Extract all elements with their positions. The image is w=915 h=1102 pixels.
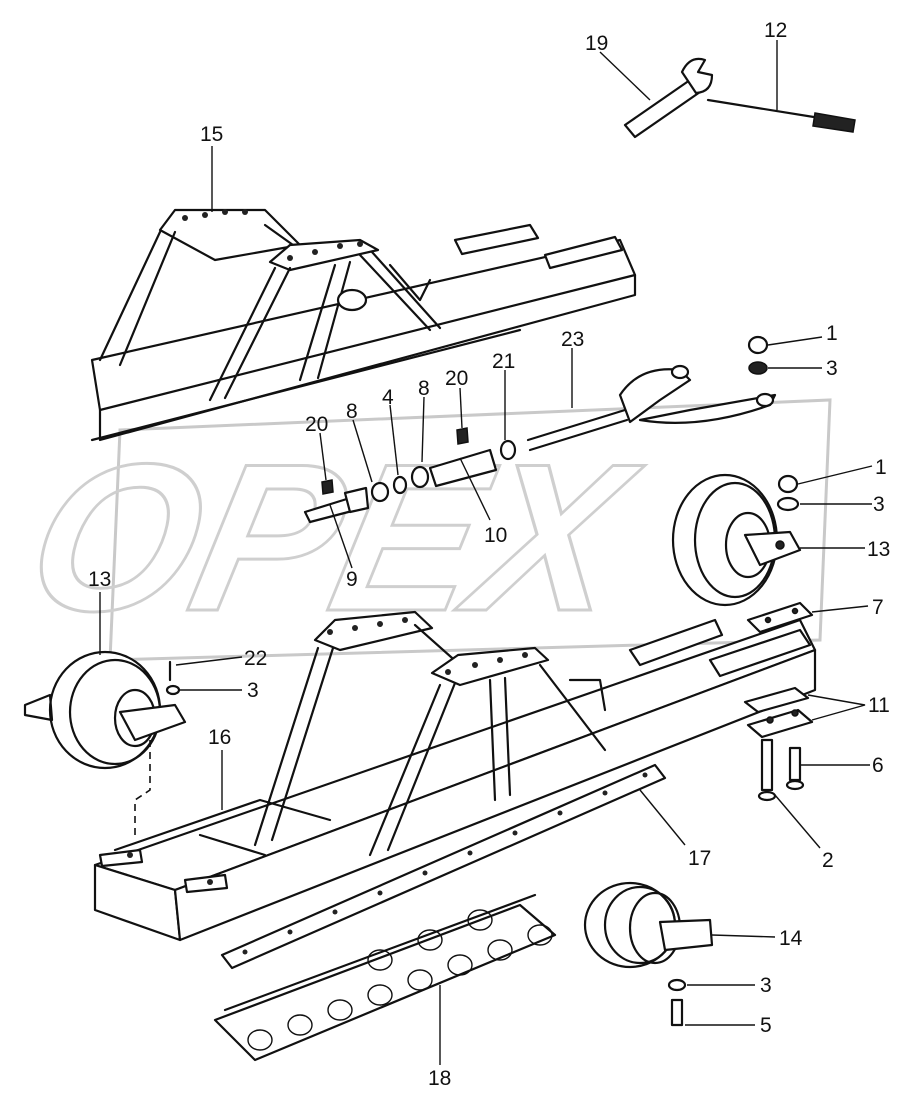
callout-9: 9: [346, 568, 358, 591]
callout-3d: 3: [247, 679, 259, 702]
watermark-text: OPEX: [11, 420, 656, 654]
plate-7: [746, 601, 814, 634]
callout-14: 14: [779, 927, 803, 950]
callout-5: 5: [760, 1014, 772, 1037]
callout-8a: 8: [346, 400, 358, 423]
callout-20a: 20: [305, 413, 328, 436]
lower-track-frame: [93, 610, 817, 942]
callout-3a: 3: [826, 357, 838, 380]
shims-11: [743, 686, 814, 739]
callout-6: 6: [872, 754, 884, 777]
callout-1a: 1: [826, 322, 838, 345]
callout-21: 21: [492, 350, 515, 373]
callout-23: 23: [561, 328, 584, 351]
callout-15: 15: [200, 123, 223, 146]
callout-16: 16: [208, 726, 231, 749]
guard-strip-17: [220, 763, 667, 970]
idler-wheel-left: [23, 650, 187, 840]
callout-7: 7: [872, 596, 884, 619]
callout-22: 22: [244, 647, 267, 670]
callout-12: 12: [764, 19, 787, 42]
callout-18: 18: [428, 1067, 451, 1090]
track-roller-14: [583, 881, 714, 1027]
callout-10: 10: [484, 524, 507, 547]
watermark: OPEX: [9, 398, 832, 662]
callout-19: 19: [585, 32, 608, 55]
bolts: [757, 738, 805, 802]
callout-4: 4: [382, 386, 394, 409]
leader-lines: [99, 40, 873, 1065]
callout-2: 2: [822, 849, 834, 872]
track-chain-18: [213, 893, 557, 1062]
idler-wheel-right: [671, 473, 802, 607]
callout-1b: 1: [875, 456, 887, 479]
upper-track-frame: [90, 208, 637, 442]
callout-8b: 8: [418, 377, 430, 400]
callout-labels: 1 3 1 3 13 7 11 6 2 17 14 3 5 18 16 13 2…: [88, 19, 890, 1090]
callout-13b: 13: [88, 568, 111, 591]
callout-3c: 3: [760, 974, 772, 997]
wrench: [623, 57, 714, 139]
tension-rod: [706, 98, 856, 133]
callout-11: 11: [868, 694, 890, 717]
callout-20b: 20: [445, 367, 468, 390]
callout-13a: 13: [867, 538, 890, 561]
callout-17: 17: [688, 847, 711, 870]
callout-3b: 3: [873, 493, 885, 516]
tensioner-assembly: [303, 335, 800, 524]
